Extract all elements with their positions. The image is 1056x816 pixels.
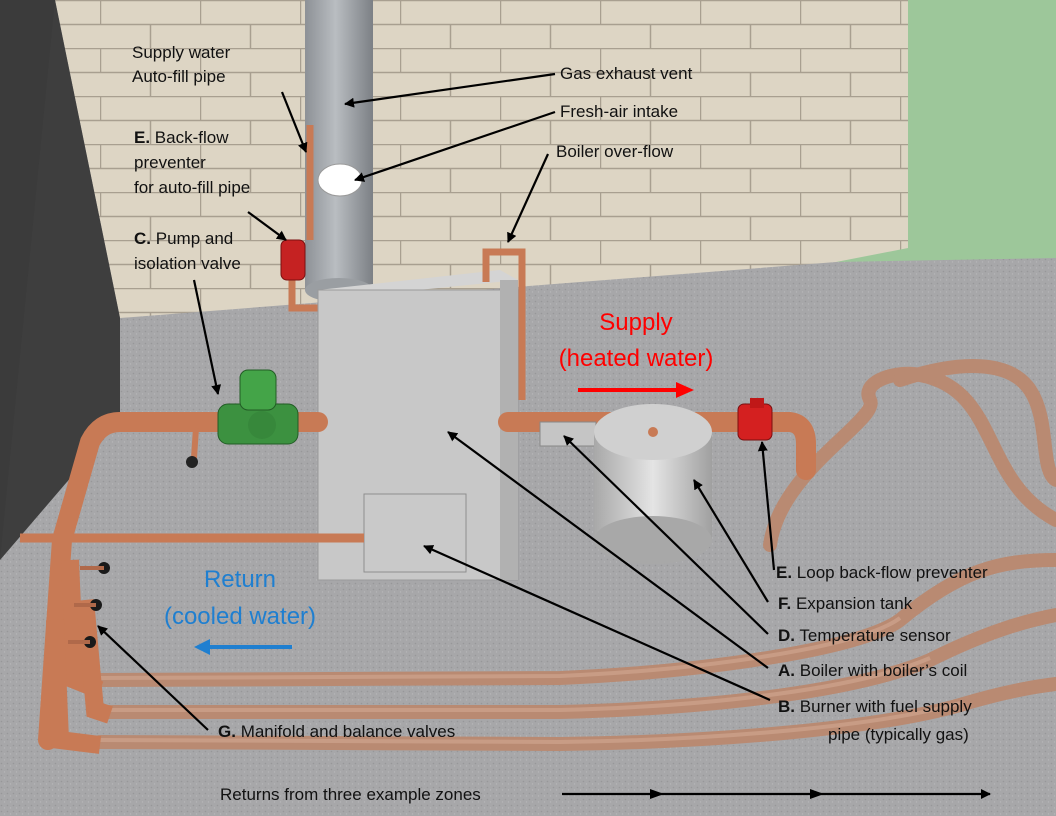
label-overflow: Boiler over-flow	[556, 142, 674, 161]
supply-pipe	[498, 412, 816, 480]
label-e-autofill: for auto-fill pipe	[134, 178, 250, 197]
burner	[363, 493, 467, 573]
expansion-tank	[594, 404, 712, 564]
return-arrow	[194, 639, 292, 655]
label-supply-water: Supply water	[132, 43, 231, 62]
label-c-isolation: isolation valve	[134, 254, 241, 273]
label-e-backflow: E. Back-flow	[134, 128, 229, 147]
label-expansion-tank: F. Expansion tank	[778, 594, 913, 613]
autofill-backflow-preventer	[280, 239, 306, 281]
label-loop-backflow: E. Loop back-flow preventer	[776, 563, 988, 582]
return-zone-arrowheads	[650, 789, 824, 799]
supply-title: Supply	[599, 309, 672, 336]
label-c-pump: C. Pump and	[134, 229, 233, 248]
label-fresh-air: Fresh-air intake	[560, 102, 678, 121]
pointer-arrows	[97, 72, 991, 799]
overflow-pipe	[482, 248, 526, 400]
label-returns: Returns from three example zones	[220, 785, 481, 804]
label-temp-sensor: D. Temperature sensor	[778, 626, 951, 645]
label-burner-fuel: pipe (typically gas)	[828, 725, 969, 744]
back-wall-edge	[836, 0, 908, 262]
left-wall	[0, 0, 120, 560]
label-burner: B. Burner with fuel supply	[778, 697, 972, 716]
temperature-sensor	[539, 421, 597, 447]
pump	[217, 369, 299, 445]
return-pipe	[38, 412, 328, 750]
label-boiler: A. Boiler with boiler’s coil	[778, 661, 967, 680]
return-title: Return	[204, 566, 276, 593]
loop-backflow-preventer	[737, 403, 773, 441]
back-wall	[55, 0, 908, 318]
label-gas-exhaust: Gas exhaust vent	[560, 64, 693, 83]
supply-arrow	[578, 382, 694, 398]
supply-subtitle: (heated water)	[559, 345, 714, 372]
balance-valves	[68, 562, 110, 648]
gas-exhaust-vent	[305, 0, 373, 302]
label-manifold: G. Manifold and balance valves	[218, 722, 455, 741]
label-autofill-pipe: Auto-fill pipe	[132, 67, 226, 86]
label-e-preventer: preventer	[134, 153, 206, 172]
return-subtitle: (cooled water)	[164, 603, 316, 630]
